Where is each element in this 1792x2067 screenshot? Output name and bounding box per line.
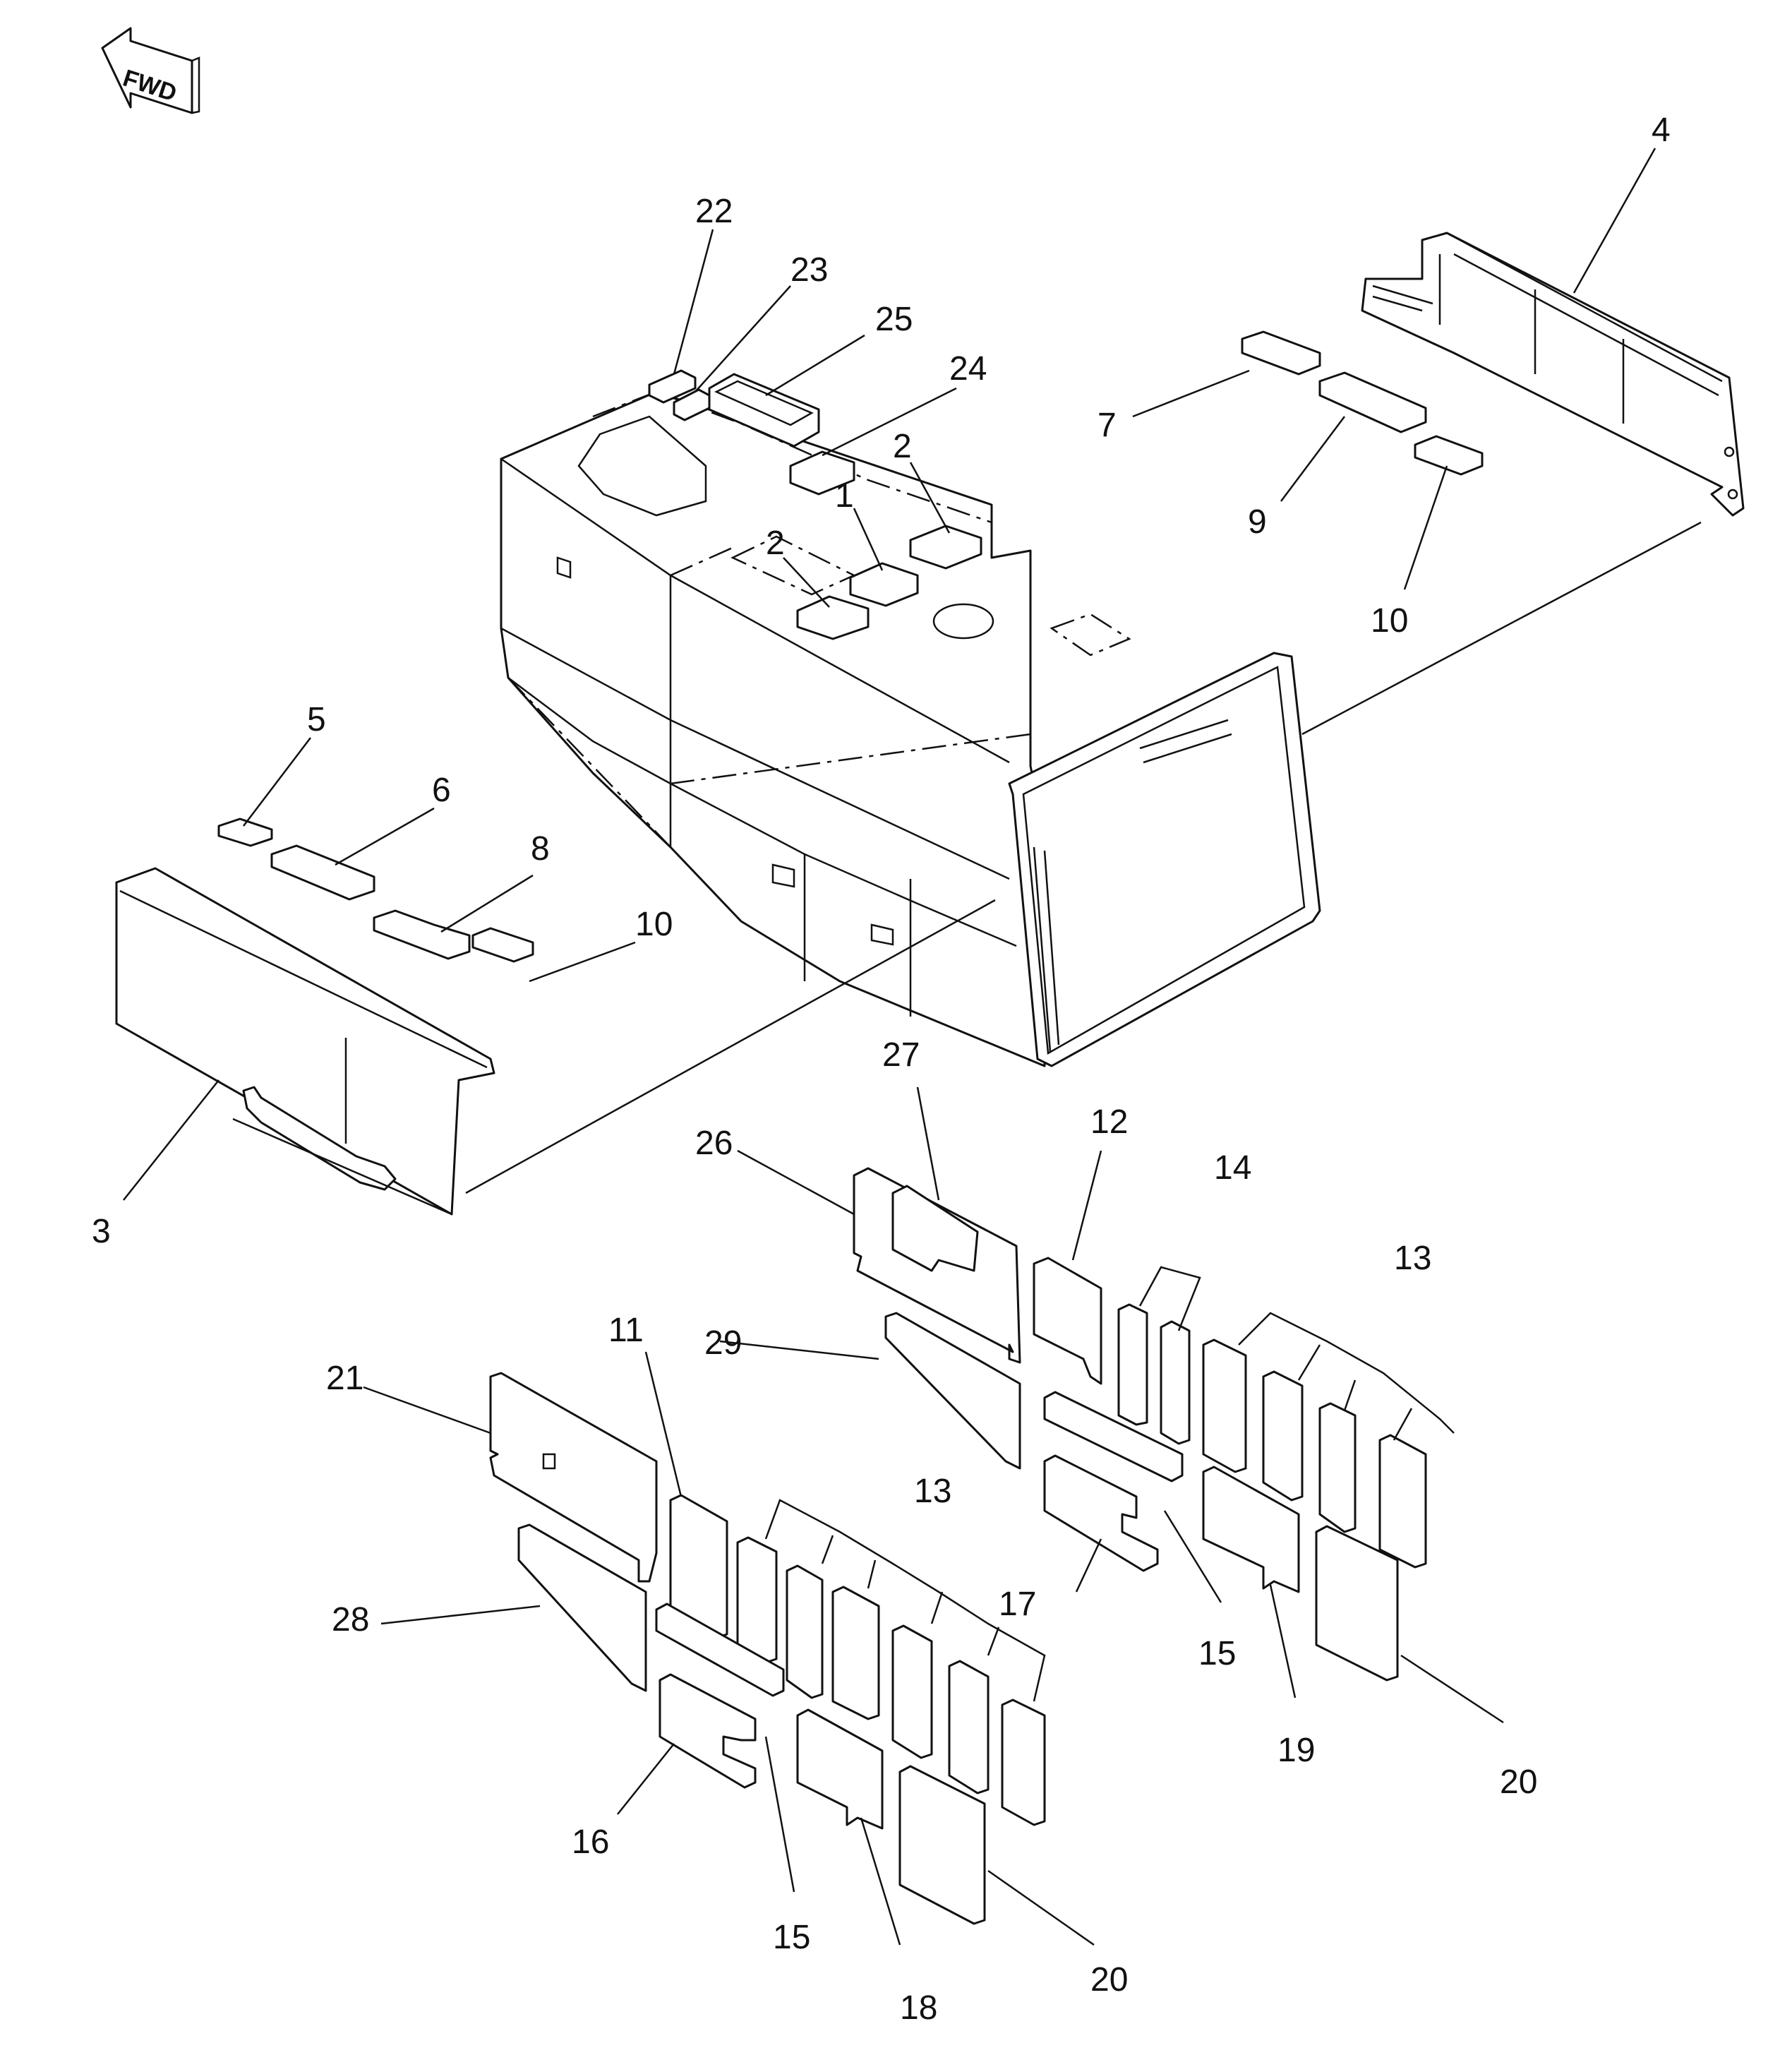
part-26 (853, 1167, 1021, 1364)
part-22 (648, 369, 697, 404)
callout-20a: 20 (1500, 1763, 1537, 1801)
part-29 (884, 1312, 1021, 1470)
callout-5: 5 (307, 701, 326, 738)
part-27 (891, 1185, 979, 1272)
part-5 (217, 817, 273, 847)
fwd-arrow-icon: FWD (101, 27, 200, 114)
callout-12: 12 (1090, 1103, 1128, 1141)
part-19 (1202, 1466, 1300, 1593)
part-6 (270, 844, 375, 901)
part-13b (1262, 1370, 1304, 1502)
callout-17: 17 (999, 1586, 1036, 1623)
part-18 (796, 1708, 884, 1830)
part-8 (373, 909, 471, 960)
callout-3: 3 (92, 1213, 111, 1250)
callout-24: 24 (949, 350, 987, 388)
engine-hood-body (500, 390, 1131, 1067)
callout-9: 9 (1248, 503, 1267, 541)
part-13f (786, 1564, 824, 1699)
left-small-parts (217, 817, 534, 963)
part-13j (1001, 1698, 1046, 1826)
part-13e (736, 1536, 778, 1664)
part-10-right (1414, 435, 1484, 476)
callout-20b: 20 (1090, 1961, 1128, 1999)
callout-15b: 15 (773, 1919, 810, 1956)
side-cover-3 (115, 867, 495, 1216)
callout-8: 8 (531, 830, 550, 868)
part-17 (1043, 1454, 1159, 1572)
part-1 (849, 562, 919, 607)
rear-cover-4 (1361, 232, 1745, 517)
callout-13b: 13 (914, 1473, 951, 1510)
callout-29: 29 (704, 1324, 742, 1362)
part-15-upper (1043, 1391, 1184, 1482)
part-12 (1033, 1257, 1102, 1385)
callout-21: 21 (326, 1360, 363, 1397)
part-24 (789, 450, 855, 496)
part-20-lower (898, 1765, 986, 1925)
callout-14: 14 (1214, 1149, 1251, 1187)
part-28 (517, 1523, 647, 1692)
part-7 (1241, 330, 1321, 376)
callout-19: 19 (1277, 1732, 1315, 1769)
callout-25: 25 (875, 301, 913, 338)
leader-lines (123, 148, 1656, 1946)
part-13i (948, 1660, 990, 1795)
callout-23: 23 (790, 251, 828, 289)
part-13g (831, 1586, 880, 1720)
callout-18: 18 (900, 1989, 937, 2027)
part-20-upper (1315, 1525, 1399, 1682)
callout-26: 26 (695, 1125, 733, 1162)
top-parts-group (648, 369, 982, 640)
callout-labels: 22 23 25 24 2 1 2 4 7 9 10 5 6 8 10 3 27… (92, 112, 1671, 2027)
part-13c (1318, 1402, 1357, 1533)
callout-10a: 10 (635, 906, 673, 943)
part-9 (1318, 371, 1427, 433)
callout-10b: 10 (1371, 602, 1408, 640)
callout-4: 4 (1652, 112, 1671, 149)
callout-2b: 2 (766, 525, 785, 562)
part-16 (659, 1673, 757, 1789)
part-13h (891, 1624, 933, 1759)
callout-16: 16 (572, 1823, 609, 1861)
callout-13a: 13 (1394, 1240, 1431, 1277)
callout-1: 1 (835, 477, 854, 515)
part-15-lower (655, 1602, 785, 1697)
part-2-bottom (796, 595, 870, 640)
callout-27: 27 (882, 1036, 920, 1074)
part-14a (1117, 1303, 1148, 1426)
callout-28: 28 (332, 1601, 369, 1638)
callout-6: 6 (432, 772, 451, 809)
insulation-group-upper (853, 1167, 1455, 1682)
right-small-parts (1241, 330, 1484, 476)
part-13a (1202, 1338, 1247, 1473)
callout-22: 22 (695, 193, 733, 230)
part-13d (1378, 1434, 1427, 1569)
part-21 (489, 1372, 658, 1583)
part-10-left (471, 927, 534, 963)
insulation-group-lower (489, 1372, 1046, 1925)
part-25 (708, 373, 820, 448)
callout-11: 11 (608, 1312, 644, 1349)
part-14b (1160, 1320, 1191, 1445)
callout-7: 7 (1098, 407, 1117, 444)
radiator-grille-panel (1008, 652, 1321, 1067)
callout-2a: 2 (893, 428, 912, 465)
callout-15a: 15 (1198, 1635, 1236, 1672)
